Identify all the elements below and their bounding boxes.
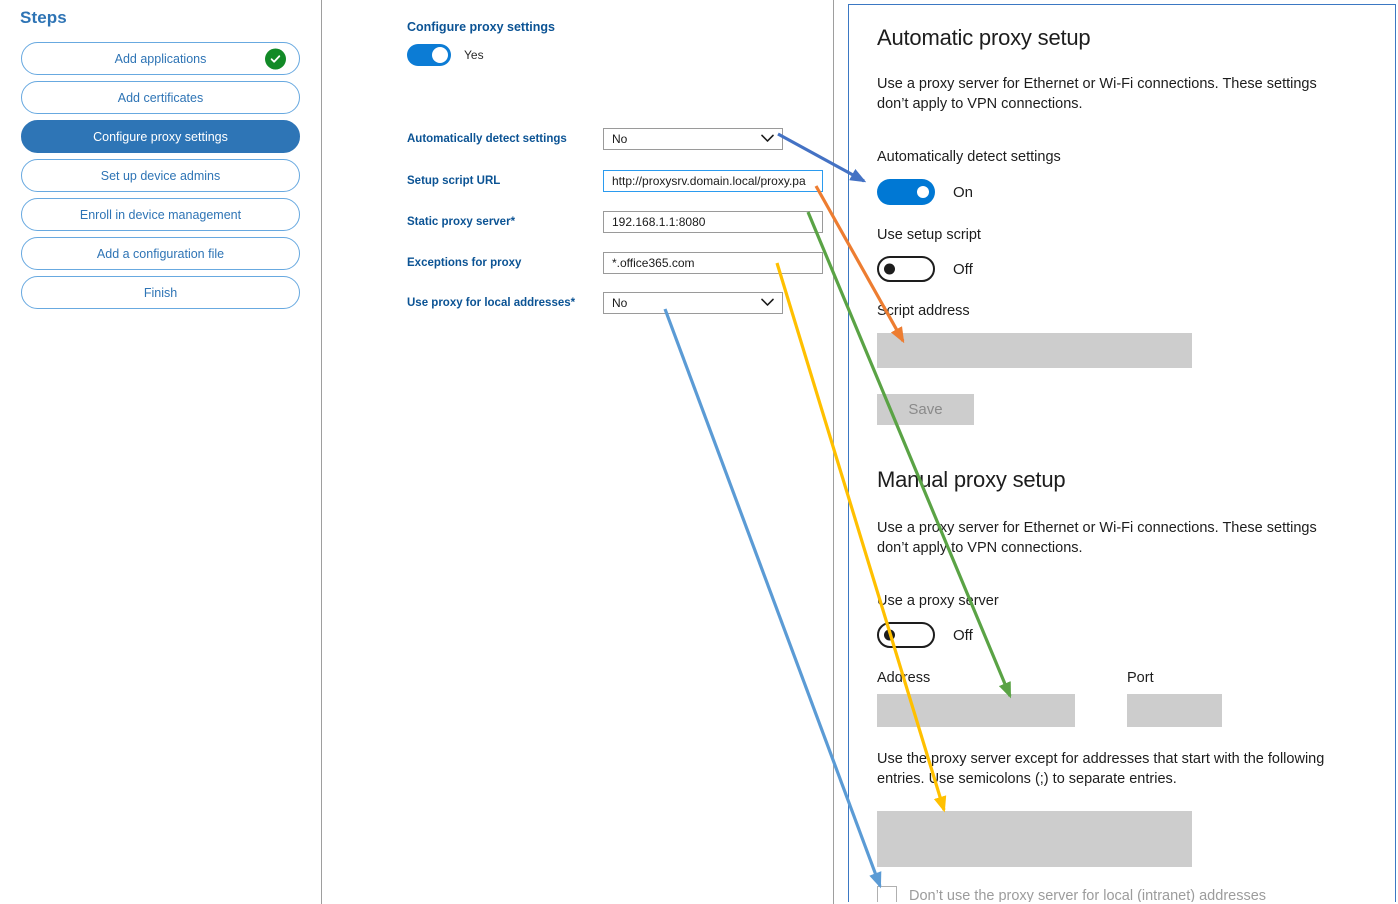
- port-label: Port: [1127, 670, 1154, 686]
- select-value: No: [612, 296, 628, 310]
- bypass-local-addresses-row[interactable]: Don’t use the proxy server for local (in…: [877, 886, 1266, 902]
- sidebar-step-add-a-configuration-file[interactable]: Add a configuration file: [21, 237, 300, 270]
- field-label: Exceptions for proxy: [407, 257, 603, 269]
- field-label-text: Exceptions for proxy: [407, 257, 522, 269]
- field-row-setup-script-url: Setup script URL http://proxysrv.domain.…: [407, 170, 827, 192]
- step-label: Add applications: [114, 51, 207, 66]
- input-value: *.office365.com: [612, 256, 695, 270]
- automatic-proxy-setup-heading: Automatic proxy setup: [877, 25, 1091, 50]
- exceptions-for-proxy-input[interactable]: *.office365.com: [603, 252, 823, 274]
- automatically-detect-settings-toggle[interactable]: [877, 179, 935, 205]
- required-marker: *: [570, 297, 576, 309]
- check-circle-icon: [265, 48, 286, 69]
- step-label: Finish: [143, 285, 178, 300]
- configure-proxy-toggle[interactable]: [407, 44, 451, 66]
- sidebar-step-add-applications[interactable]: Add applications: [21, 42, 300, 75]
- field-label: Use proxy for local addresses*: [407, 297, 603, 309]
- field-label-text: Use proxy for local addresses: [407, 297, 571, 309]
- bypass-local-addresses-label: Don’t use the proxy server for local (in…: [909, 888, 1267, 902]
- use-setup-script-toggle[interactable]: [877, 256, 935, 282]
- proxy-exceptions-input[interactable]: [877, 811, 1192, 867]
- field-label-text: Static proxy server: [407, 216, 511, 228]
- sidebar-step-add-certificates[interactable]: Add certificates: [21, 81, 300, 114]
- field-row-use-proxy-for-local-addresses: Use proxy for local addresses* No: [407, 292, 827, 314]
- chevron-down-icon: [761, 296, 774, 310]
- toggle-knob: [432, 47, 448, 63]
- address-label: Address: [877, 670, 931, 686]
- field-row-exceptions-for-proxy: Exceptions for proxy *.office365.com: [407, 252, 827, 274]
- use-setup-script-state: Off: [953, 260, 973, 278]
- step-label: Configure proxy settings: [93, 129, 228, 144]
- required-marker: *: [510, 216, 516, 228]
- step-label: Set up device admins: [100, 168, 221, 183]
- toggle-knob: [884, 263, 895, 275]
- automatically-detect-settings-toggle-row: On: [877, 179, 973, 205]
- proxy-exceptions-description: Use the proxy server except for addresse…: [877, 751, 1325, 787]
- sidebar-step-set-up-device-admins[interactable]: Set up device admins: [21, 159, 300, 192]
- use-a-proxy-server-toggle-row: Off: [877, 622, 973, 648]
- input-value: 192.168.1.1:8080: [612, 215, 706, 229]
- steps-panel: Steps Add applications Add certificates …: [0, 0, 322, 904]
- script-address-input[interactable]: [877, 333, 1192, 368]
- toggle-knob: [884, 629, 895, 641]
- setup-script-url-input[interactable]: http://proxysrv.domain.local/proxy.pa: [603, 170, 823, 192]
- input-value: http://proxysrv.domain.local/proxy.pa: [612, 174, 806, 188]
- static-proxy-server-input[interactable]: 192.168.1.1:8080: [603, 211, 823, 233]
- field-label: Setup script URL: [407, 175, 501, 187]
- checkbox-unchecked-icon[interactable]: [877, 886, 897, 902]
- manual-proxy-setup-heading: Manual proxy setup: [877, 467, 1066, 492]
- field-label: Static proxy server*: [407, 216, 603, 228]
- steps-panel-title: Steps: [20, 8, 67, 27]
- sidebar-step-finish[interactable]: Finish: [21, 276, 300, 309]
- step-label: Enroll in device management: [79, 207, 242, 222]
- use-a-proxy-server-toggle[interactable]: [877, 622, 935, 648]
- use-a-proxy-server-state: Off: [953, 626, 973, 644]
- select-value: No: [612, 132, 628, 146]
- use-setup-script-label: Use setup script: [877, 227, 981, 243]
- step-label: Add a configuration file: [96, 246, 225, 261]
- field-row-automatically-detect-settings: Automatically detect settings No: [407, 128, 827, 150]
- configure-proxy-toggle-row: Yes: [407, 44, 484, 66]
- automatically-detect-settings-select[interactable]: No: [603, 128, 783, 150]
- sidebar-step-configure-proxy-settings[interactable]: Configure proxy settings: [21, 120, 300, 153]
- chevron-down-icon: [761, 132, 774, 146]
- toggle-knob: [917, 186, 929, 198]
- form-title: Configure proxy settings: [407, 20, 555, 34]
- address-input[interactable]: [877, 694, 1075, 727]
- automatic-proxy-setup-description: Use a proxy server for Ethernet or Wi-Fi…: [877, 76, 1317, 112]
- proxy-form-panel: Configure proxy settings Yes Automatical…: [323, 0, 834, 904]
- port-input[interactable]: [1127, 694, 1222, 727]
- use-setup-script-toggle-row: Off: [877, 256, 973, 282]
- configure-proxy-toggle-value: Yes: [464, 48, 484, 62]
- steps-list: Add applications Add certificates Config…: [21, 42, 300, 315]
- script-address-label: Script address: [877, 303, 970, 319]
- use-proxy-for-local-addresses-select[interactable]: No: [603, 292, 783, 314]
- automatically-detect-settings-label: Automatically detect settings: [877, 149, 1061, 165]
- sidebar-step-enroll-in-device-management[interactable]: Enroll in device management: [21, 198, 300, 231]
- save-button[interactable]: Save: [877, 394, 974, 425]
- step-label: Add certificates: [117, 90, 204, 105]
- field-label: Automatically detect settings: [407, 133, 567, 145]
- use-a-proxy-server-label: Use a proxy server: [877, 593, 999, 609]
- field-row-static-proxy-server: Static proxy server* 192.168.1.1:8080: [407, 211, 827, 233]
- manual-proxy-setup-description: Use a proxy server for Ethernet or Wi-Fi…: [877, 520, 1317, 556]
- windows-proxy-settings-panel: Automatic proxy setup Use a proxy server…: [848, 4, 1396, 902]
- automatically-detect-settings-state: On: [953, 183, 974, 201]
